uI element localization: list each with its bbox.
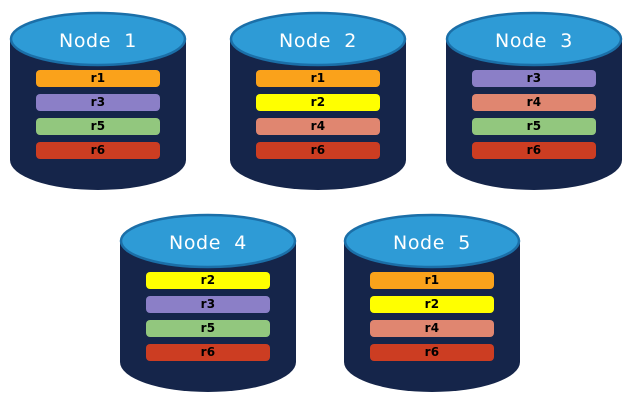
replica-bar-r4[interactable]: r4 [472, 94, 596, 111]
replica-bar-r5[interactable]: r5 [472, 118, 596, 135]
replica-bar-r3[interactable]: r3 [36, 94, 160, 111]
replica-bar-r6[interactable]: r6 [370, 344, 494, 361]
cylinder-top-ellipse [229, 11, 407, 67]
cylinder-top-ellipse [9, 11, 187, 67]
replica-bar-r5[interactable]: r5 [36, 118, 160, 135]
replica-bar-r2[interactable]: r2 [256, 94, 380, 111]
replica-list: r2 r3 r5 r6 [146, 272, 270, 361]
replica-list: r1 r2 r4 r6 [370, 272, 494, 361]
cylinder-top-ellipse [343, 213, 521, 269]
replica-bar-r6[interactable]: r6 [256, 142, 380, 159]
replica-bar-r6[interactable]: r6 [36, 142, 160, 159]
replica-bar-r4[interactable]: r4 [256, 118, 380, 135]
replica-bar-r2[interactable]: r2 [146, 272, 270, 289]
replica-bar-r5[interactable]: r5 [146, 320, 270, 337]
replica-list: r3 r4 r5 r6 [472, 70, 596, 159]
replica-bar-r1[interactable]: r1 [36, 70, 160, 87]
replica-bar-r3[interactable]: r3 [472, 70, 596, 87]
replica-bar-r3[interactable]: r3 [146, 296, 270, 313]
replica-list: r1 r2 r4 r6 [256, 70, 380, 159]
replica-bar-r1[interactable]: r1 [370, 272, 494, 289]
replica-list: r1 r3 r5 r6 [36, 70, 160, 159]
cylinder-top-ellipse [445, 11, 623, 67]
replica-bar-r6[interactable]: r6 [472, 142, 596, 159]
replica-bar-r4[interactable]: r4 [370, 320, 494, 337]
replica-bar-r1[interactable]: r1 [256, 70, 380, 87]
replica-bar-r6[interactable]: r6 [146, 344, 270, 361]
cylinder-top-ellipse [119, 213, 297, 269]
replica-bar-r2[interactable]: r2 [370, 296, 494, 313]
